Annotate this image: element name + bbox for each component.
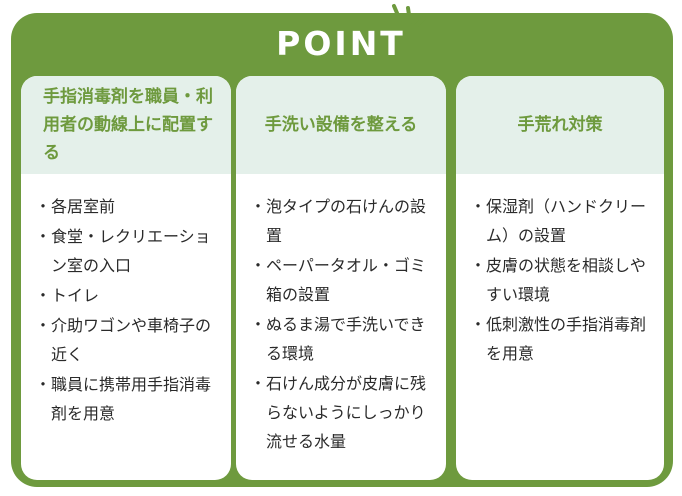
bullet-icon: ・ xyxy=(250,256,267,275)
card-header: 手指消毒剤を職員・利用者の動線上に配置する xyxy=(21,76,231,174)
card-handwashing: 手洗い設備を整える ・泡タイプの石けんの設置 ・ペーパータオル・ゴミ箱の設置 ・… xyxy=(236,76,446,480)
card-heading: 手指消毒剤を職員・利用者の動線上に配置する xyxy=(43,87,213,163)
list-item: ・泡タイプの石けんの設置 xyxy=(246,192,438,250)
bullet-icon: ・ xyxy=(35,316,52,335)
bullet-icon: ・ xyxy=(250,315,267,334)
list-item: ・皮膚の状態を相談しやすい環境 xyxy=(466,251,656,309)
bullet-icon: ・ xyxy=(250,374,267,393)
list-item: ・食堂・レクリエーション室の入口 xyxy=(31,222,223,280)
card-item-list: ・各居室前 ・食堂・レクリエーション室の入口 ・トイレ ・介助ワゴンや車椅子の近… xyxy=(21,174,231,428)
card-header: 手荒れ対策 xyxy=(456,76,664,174)
bullet-icon: ・ xyxy=(470,197,487,216)
bullet-icon: ・ xyxy=(470,256,487,275)
list-item: ・介助ワゴンや車椅子の近く xyxy=(31,311,223,369)
card-header: 手洗い設備を整える xyxy=(236,76,446,174)
list-item: ・ぬるま湯で手洗いできる環境 xyxy=(246,310,438,368)
card-heading: 手荒れ対策 xyxy=(517,115,603,135)
bullet-icon: ・ xyxy=(470,315,487,334)
bullet-icon: ・ xyxy=(35,197,52,216)
list-item: ・石けん成分が皮膚に残らないようにしっかり流せる水量 xyxy=(246,369,438,456)
list-item: ・職員に携帯用手指消毒剤を用意 xyxy=(31,370,223,428)
card-heading: 手洗い設備を整える xyxy=(264,115,418,135)
card-hand-sanitizer: 手指消毒剤を職員・利用者の動線上に配置する ・各居室前 ・食堂・レクリエーション… xyxy=(21,76,231,480)
bullet-icon: ・ xyxy=(35,227,52,246)
list-item: ・ペーパータオル・ゴミ箱の設置 xyxy=(246,251,438,309)
burst-accent-icon xyxy=(392,4,426,28)
card-rough-hands: 手荒れ対策 ・保湿剤（ハンドクリーム）の設置 ・皮膚の状態を相談しやすい環境 ・… xyxy=(456,76,664,480)
bullet-icon: ・ xyxy=(250,197,267,216)
list-item: ・トイレ xyxy=(31,281,223,310)
bullet-icon: ・ xyxy=(35,375,52,394)
card-item-list: ・保湿剤（ハンドクリーム）の設置 ・皮膚の状態を相談しやすい環境 ・低刺激性の手… xyxy=(456,174,664,368)
card-item-list: ・泡タイプの石けんの設置 ・ペーパータオル・ゴミ箱の設置 ・ぬるま湯で手洗いでき… xyxy=(236,174,446,456)
point-title: POINT xyxy=(276,24,406,63)
list-item: ・各居室前 xyxy=(31,192,223,221)
bullet-icon: ・ xyxy=(35,286,52,305)
list-item: ・低刺激性の手指消毒剤を用意 xyxy=(466,310,656,368)
list-item: ・保湿剤（ハンドクリーム）の設置 xyxy=(466,192,656,250)
